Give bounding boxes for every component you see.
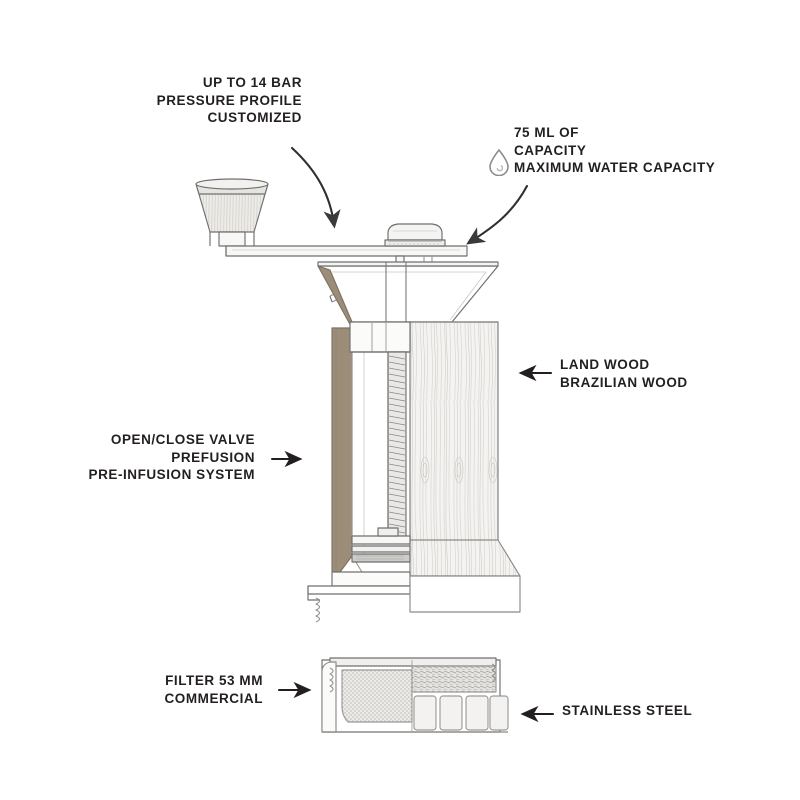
arrow-pressure [290, 146, 341, 229]
callout-valve-line-3: PRE-INFUSION SYSTEM [88, 467, 255, 482]
callout-valve-line-2: PREFUSION [171, 449, 255, 465]
water-drop-icon [489, 148, 509, 176]
callout-steel-line-1: STAINLESS STEEL [562, 703, 693, 718]
callout-capacity-line-3: MAXIMUM WATER CAPACITY [514, 160, 716, 175]
callout-capacity: 75 ML OF CAPACITY MAXIMUM WATER CAPACITY [514, 124, 754, 177]
callout-filter: FILTER 53 MM COMMERCIAL [60, 672, 263, 707]
callout-wood-line-1: LAND WOOD [560, 357, 650, 372]
arrow-capacity [466, 184, 529, 245]
callout-capacity-line-2: CAPACITY [514, 142, 587, 158]
base-spout [307, 571, 411, 623]
wood-body [409, 321, 521, 577]
callout-filter-line-1: FILTER 53 MM [165, 673, 263, 688]
piston-assembly [351, 527, 411, 563]
callout-filter-line-2: COMMERCIAL [164, 690, 263, 706]
callout-pressure-line-1: UP TO 14 BAR [202, 75, 302, 90]
funnel-body [317, 261, 499, 329]
callout-valve: OPEN/CLOSE VALVE PREFUSION PRE-INFUSION … [30, 431, 255, 484]
callout-pressure: UP TO 14 BAR PRESSURE PROFILE CUSTOMIZED [34, 74, 302, 127]
callout-pressure-line-3: CUSTOMIZED [207, 110, 302, 125]
callout-capacity-line-1: 75 ML OF [514, 125, 579, 140]
filter-basket [321, 657, 509, 733]
wood-knob [195, 178, 269, 247]
valve-collar [349, 321, 411, 353]
callout-wood-line-2: BRAZILIAN WOOD [560, 374, 688, 390]
callout-pressure-line-2: PRESSURE PROFILE [156, 92, 302, 108]
callout-valve-line-1: OPEN/CLOSE VALVE [110, 432, 255, 447]
base-pedestal [409, 575, 521, 613]
callout-steel: STAINLESS STEEL [562, 702, 762, 720]
callout-wood: LAND WOOD BRAZILIAN WOOD [560, 356, 780, 391]
cap-button [384, 223, 446, 247]
